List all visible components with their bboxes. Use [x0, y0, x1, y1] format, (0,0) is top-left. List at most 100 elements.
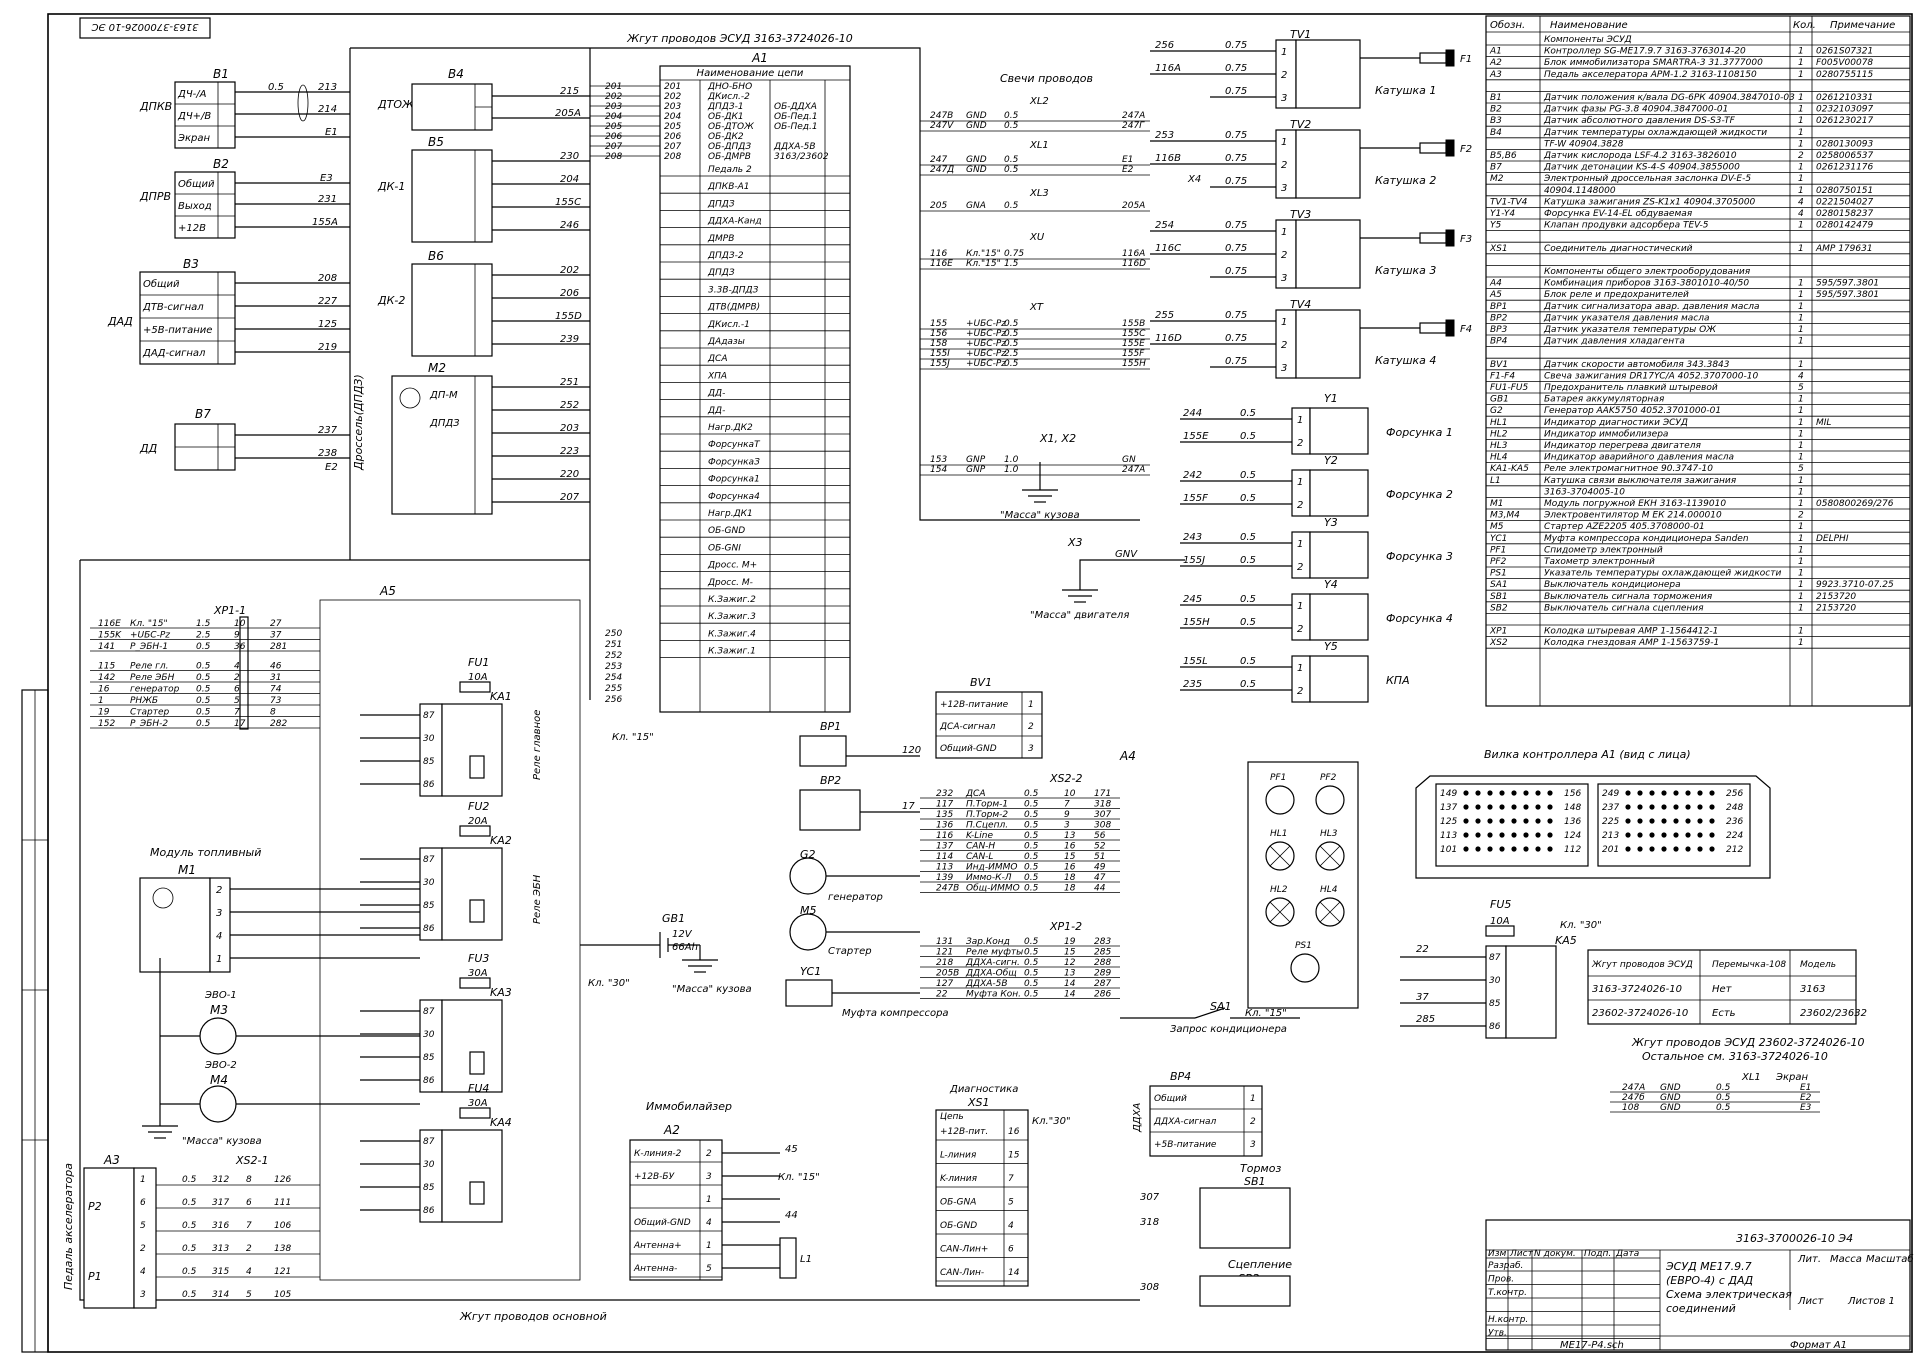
- note-wire-size: 0.5: [1716, 1103, 1731, 1113]
- pin-dot: [1685, 846, 1691, 852]
- svg-text:3: 3: [216, 908, 222, 919]
- injector-ref: Y3: [1324, 516, 1338, 529]
- x-wire-name: GNA: [966, 201, 986, 211]
- variants-cell: Есть: [1712, 1008, 1736, 1019]
- x-connector-ref: XT: [1029, 302, 1044, 313]
- parts-name: Датчик указателя давления масла: [1543, 313, 1710, 323]
- bp4-ref: BP4: [1170, 1070, 1191, 1083]
- b2-ref: B2: [213, 157, 229, 171]
- parts-qty: 1: [1798, 406, 1804, 416]
- injector-wire-id: 155F: [1183, 493, 1208, 504]
- parts-ref: SA1: [1490, 580, 1508, 590]
- b7-wire: 238: [318, 448, 337, 459]
- pin-number: 249: [1602, 789, 1619, 799]
- diag-pin-label: CAN-Лин+: [940, 1245, 988, 1255]
- battery-gb1: GB1 12V 66Ah "Масса" кузова Кл. "30": [580, 912, 752, 995]
- harness-bottom-label: Жгут проводов основной: [459, 1310, 607, 1323]
- b1-side-label: ДПКВ: [139, 100, 172, 113]
- coil-ref: TV2: [1290, 118, 1311, 131]
- ctrl-pin-208-label: ОБ-ДМРВ: [708, 152, 751, 162]
- controller-col-header: Наименование цепи: [697, 68, 804, 79]
- pin-dot: [1649, 846, 1655, 852]
- b6-wire: 239: [560, 334, 579, 345]
- coil-wire-size: 0.75: [1225, 356, 1247, 367]
- relay-fuse-amp: 10A: [468, 672, 488, 683]
- xp1-out: 46: [270, 662, 282, 672]
- sa1-kl: Кл. "15": [1245, 1008, 1287, 1019]
- injector-wire-size: 0.5: [1240, 431, 1256, 442]
- bv1-pin-label: +12В-питание: [940, 700, 1009, 710]
- conn-wire-size: 0.5: [1024, 990, 1039, 1000]
- relay-pin: 87: [423, 711, 435, 721]
- conn-wire-size: 0.5: [1024, 810, 1039, 820]
- pin-dot: [1661, 818, 1667, 824]
- b2-pin-label: Общий: [178, 178, 215, 190]
- xp1-wire-name: Реле ЭБН: [130, 673, 175, 683]
- m2-wire: 251: [560, 377, 579, 388]
- diag-pin: 15: [1008, 1151, 1020, 1161]
- pin-dot: [1709, 818, 1715, 824]
- diag-pin: 14: [1008, 1268, 1020, 1278]
- parts-ref: HL3: [1490, 441, 1508, 451]
- parts-ref: A3: [1489, 70, 1502, 80]
- diag-pin-label: CAN-Лин-: [940, 1268, 984, 1278]
- xp1-wire-size: 0.5: [196, 685, 211, 695]
- svg-text:4: 4: [216, 931, 222, 942]
- coil-wire-size: 0.75: [1225, 86, 1247, 97]
- pedal-out: 106: [274, 1221, 291, 1231]
- x-wire-id: 247A: [1122, 111, 1145, 121]
- parts-name: Соединитель диагностический: [1544, 244, 1693, 254]
- pin-dot: [1547, 832, 1553, 838]
- x-wire-id: 247: [930, 155, 947, 165]
- xp1-wire-id: 1: [98, 696, 104, 706]
- pedal-xs-pin: 7: [246, 1221, 252, 1231]
- injector-wire-size: 0.5: [1240, 408, 1256, 419]
- coil-wire-size: 0.75: [1225, 153, 1247, 164]
- relay-pin: 30: [423, 878, 435, 888]
- conn-wire-size: 0.5: [1024, 948, 1039, 958]
- b6-side-label: ДК-2: [377, 294, 405, 307]
- pin-dot: [1511, 818, 1517, 824]
- parts-name: Спидометр электронный: [1544, 545, 1663, 555]
- bp2-wire: 17: [902, 801, 915, 812]
- coil-body: [1295, 309, 1361, 379]
- parts-note: AMP 179631: [1815, 244, 1873, 254]
- parts-qty: 1: [1798, 627, 1804, 637]
- conn-wire-id: 247B: [936, 884, 959, 894]
- xp1-out: 31: [270, 673, 281, 683]
- coil-wire-size: 0.75: [1225, 333, 1247, 344]
- ctrl-circuit-label: ДПДЗ: [707, 268, 735, 278]
- battery-voltage: 12V: [672, 929, 693, 940]
- ctrl-wire-id: 250: [605, 629, 622, 639]
- parts-ref: XS1: [1489, 244, 1508, 254]
- fan-m3: ЭВО-1 M3: [160, 990, 420, 1055]
- xp1-wire-id: 155K: [98, 631, 122, 641]
- bp1-ref: BP1: [820, 720, 841, 733]
- lamp: [1315, 785, 1345, 815]
- injector-pin: 2: [1297, 624, 1303, 635]
- diag-pin: 5: [1008, 1198, 1014, 1208]
- ctrl-wire-id: 255: [605, 684, 622, 694]
- parts-ref: A1: [1489, 47, 1502, 57]
- x-wire-name: +UБС-Рz: [966, 339, 1006, 349]
- relay-pin: 30: [423, 1030, 435, 1040]
- ctrl-wire-id: 251: [605, 640, 622, 650]
- tb-col-header: Подп.: [1584, 1249, 1611, 1259]
- tb-doc-number: 3163-3700026-10 Э4: [1736, 1232, 1853, 1245]
- pedal-wire-size: 0.5: [182, 1175, 197, 1185]
- ctrl-pin-number: 206: [664, 132, 681, 142]
- parts-name: Контроллер SG-ME17.9.7 3163-3763014-20: [1544, 47, 1746, 57]
- parts-qty: 1: [1798, 47, 1804, 57]
- note-wire-id: 247б: [1622, 1093, 1645, 1103]
- parts-qty: 1: [1798, 534, 1804, 544]
- ctrl-pin-201-label: ДНО-БНО: [707, 82, 752, 92]
- parts-ref: B2: [1490, 105, 1502, 115]
- pin-number: 236: [1726, 817, 1743, 827]
- coil-body: [1295, 39, 1361, 109]
- tb-col-header: Изм: [1488, 1249, 1507, 1259]
- fan-m4-label: ЭВО-2: [204, 1060, 237, 1071]
- fan-m3-ref: M3: [210, 1003, 228, 1017]
